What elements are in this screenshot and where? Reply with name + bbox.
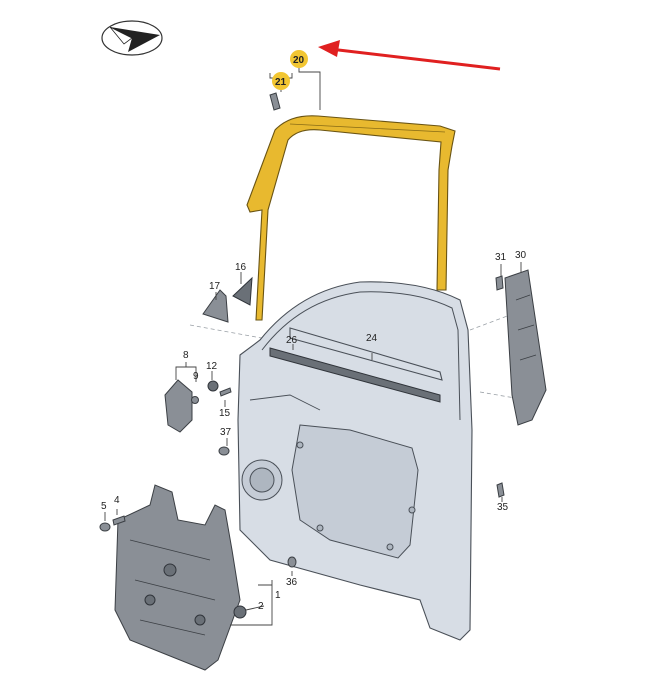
label-15: 15: [219, 408, 231, 419]
mirror-bracket-part-8: [164, 379, 193, 433]
label-26: 26: [286, 335, 298, 346]
bolt-part-9: [191, 396, 199, 404]
plug-part-36: [287, 556, 297, 568]
label-2: 2: [258, 601, 264, 612]
label-17: 17: [209, 281, 221, 292]
label-31: 31: [495, 252, 507, 263]
label-12: 12: [206, 361, 218, 372]
door-shell: [237, 281, 473, 641]
guide-rail-part-30: [504, 269, 547, 426]
window-regulator-part-1: [114, 484, 241, 671]
label-20: 20: [293, 55, 305, 66]
window-seal-part-20: [246, 115, 456, 321]
bolt-part-4: [112, 515, 126, 526]
label-24: 24: [366, 333, 378, 344]
label-35: 35: [497, 502, 509, 513]
label-5: 5: [101, 501, 107, 512]
nut-part-12: [207, 380, 219, 392]
screw-part-15: [219, 387, 232, 397]
label-37: 37: [220, 427, 232, 438]
corner-trim-part-16: [232, 276, 253, 306]
badge-20: [290, 50, 308, 68]
stud-part-35: [496, 482, 505, 498]
highlight-arrow: [318, 40, 501, 71]
label-9: 9: [193, 371, 199, 382]
nut-part-5: [99, 522, 111, 532]
belt-moulding-part-24: [289, 327, 443, 381]
plug-part-37: [218, 446, 230, 456]
clip-part-21: [269, 92, 281, 111]
label-30: 30: [515, 250, 527, 261]
label-36: 36: [286, 577, 298, 588]
label-21: 21: [275, 77, 287, 88]
screw-part-31: [495, 275, 504, 291]
label-4: 4: [114, 495, 120, 506]
label-8: 8: [183, 350, 189, 361]
motor-part-2: [233, 605, 247, 619]
label-16: 16: [235, 262, 247, 273]
label-1: 1: [275, 590, 281, 601]
brand-logo: [101, 20, 163, 56]
inner-seal-part-26: [269, 347, 441, 403]
corner-trim-part-17: [202, 289, 229, 323]
badge-21: [272, 72, 290, 90]
